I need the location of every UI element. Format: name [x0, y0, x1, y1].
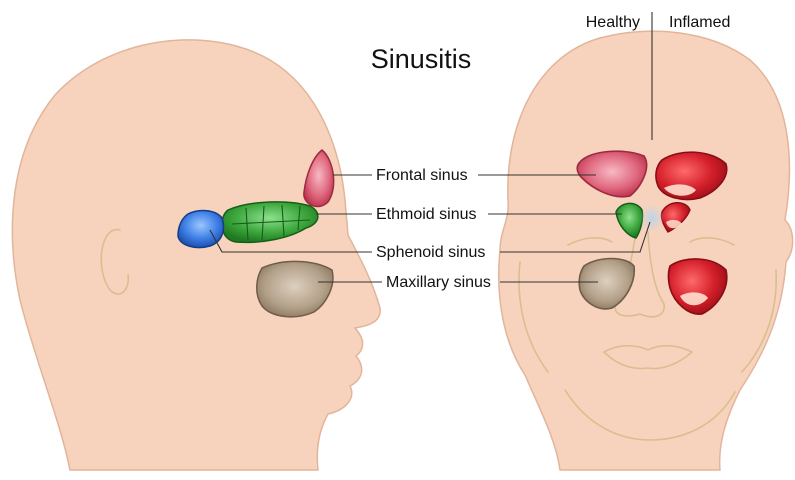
profile-head	[11, 39, 381, 471]
profile-sphenoid-sinus	[177, 209, 225, 249]
leader-lines	[209, 174, 651, 283]
inflamed-frontal-sinus	[655, 151, 728, 201]
profile-maxillary-sinus	[256, 260, 334, 318]
ear-outline	[100, 229, 130, 295]
right-eyelid	[689, 237, 735, 246]
profile-ethmoid-sinus	[221, 201, 319, 244]
label-frontal-sinus: Frontal sinus	[376, 167, 468, 184]
frontal-head-silhouette	[497, 30, 794, 471]
healthy-frontal-sinus	[576, 150, 648, 198]
label-maxillary-sinus: Maxillary sinus	[386, 274, 491, 291]
sphenoid-leader-right	[500, 221, 651, 253]
healthy-ethmoid-sinus	[615, 202, 644, 239]
left-cheek-line	[518, 261, 549, 373]
diagram-title: Sinusitis	[371, 44, 472, 74]
healthy-column-header: Healthy	[586, 14, 640, 31]
mouth	[602, 344, 694, 370]
jaw-line	[564, 389, 736, 441]
frontal-view-sinuses	[576, 12, 728, 315]
frontal-view-sphenoid-sinus	[640, 204, 664, 232]
label-sphenoid-sinus: Sphenoid sinus	[376, 244, 485, 261]
right-cheek-line	[741, 269, 777, 373]
label-ethmoid-sinus: Ethmoid sinus	[376, 206, 477, 223]
inflamed-column-header: Inflamed	[669, 14, 730, 31]
profile-head-silhouette	[11, 39, 381, 471]
frontal-head	[497, 30, 794, 471]
left-eyelid	[567, 237, 613, 246]
inflamed-maxillary-sinus	[667, 258, 728, 315]
sphenoid-leader-left	[209, 229, 372, 253]
profile-sinuses	[177, 149, 335, 318]
